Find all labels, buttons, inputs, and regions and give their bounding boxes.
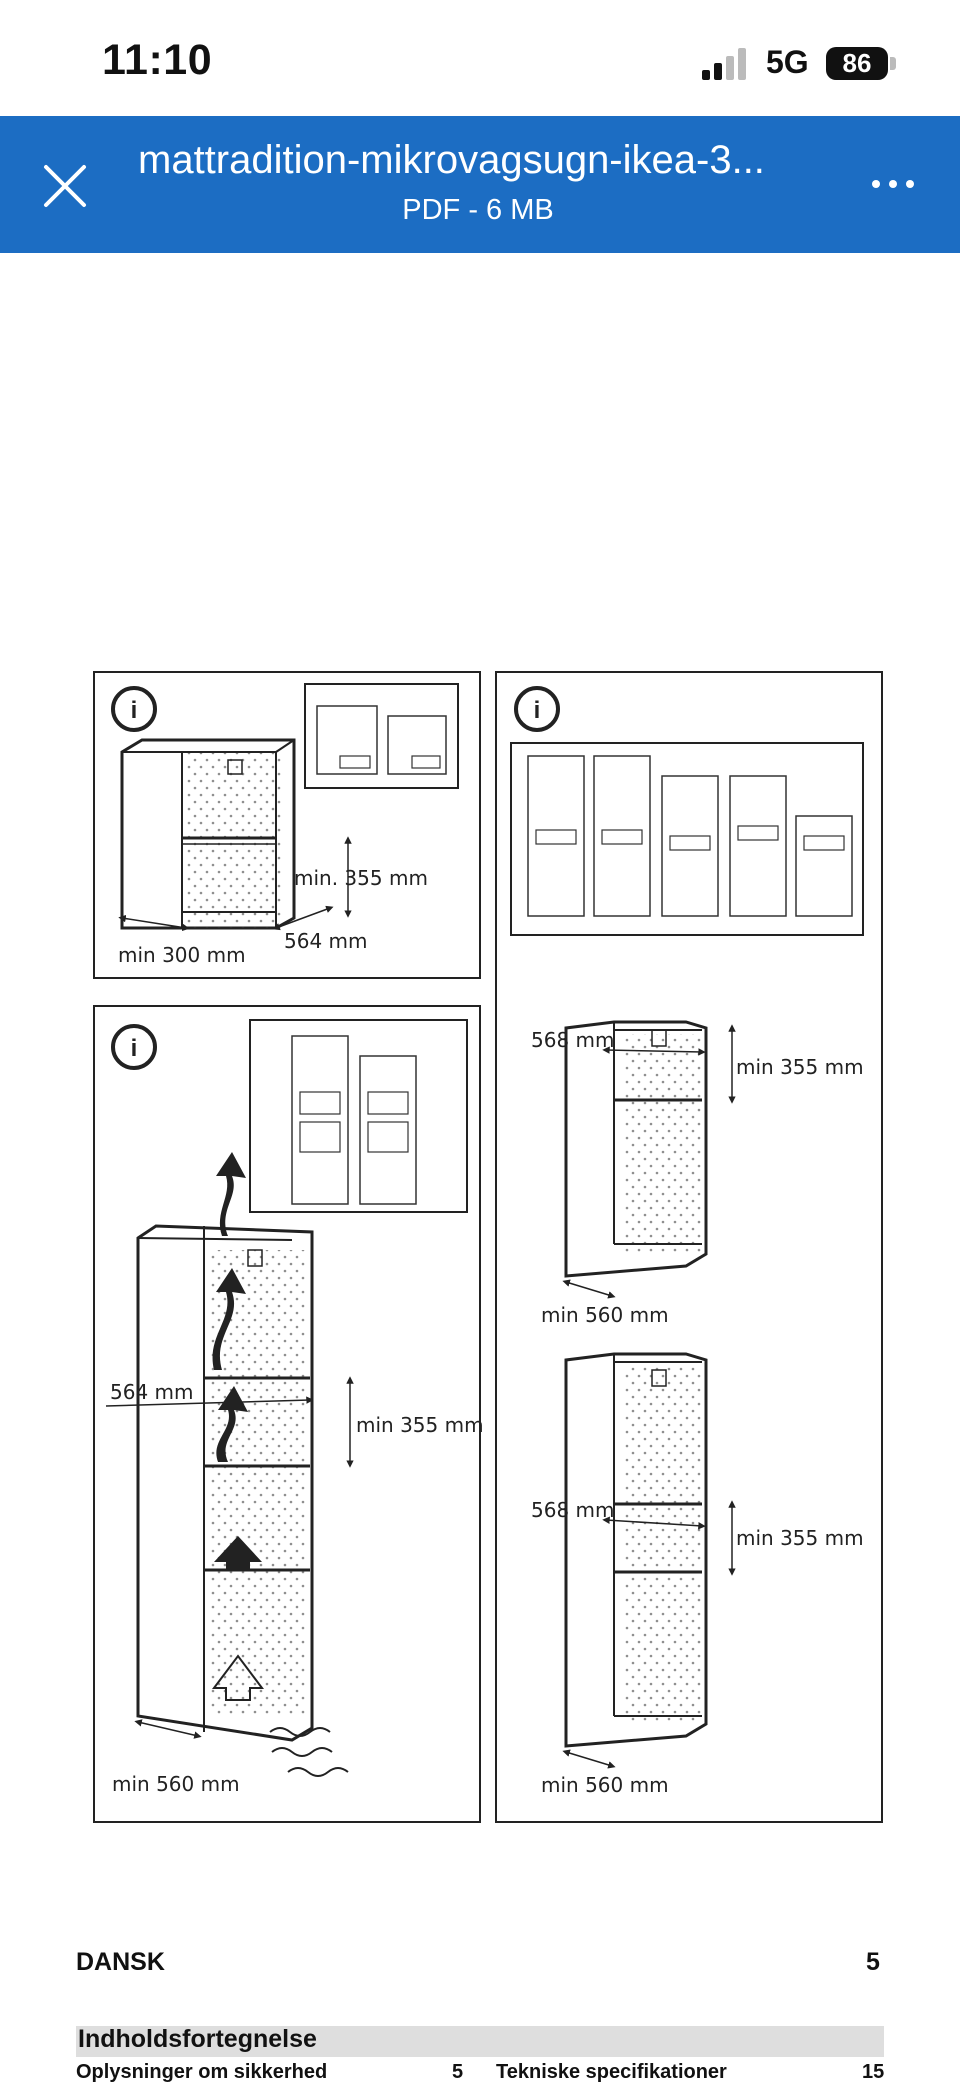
toc-item-page: 15	[862, 2061, 885, 2083]
svg-text:min 355 mm: min 355 mm	[736, 1526, 864, 1550]
toc-heading: Indholdsfortegnelse	[78, 2025, 317, 2053]
svg-text:564 mm: 564 mm	[110, 1380, 194, 1404]
cellular-signal-icon	[702, 48, 746, 80]
panel-built-in-cabinets: i 568 mm min 355 mm min 560 mm	[495, 671, 883, 1823]
svg-text:min 355 mm: min 355 mm	[736, 1055, 864, 1079]
info-icon: i	[514, 686, 560, 732]
svg-text:min 560 mm: min 560 mm	[112, 1772, 240, 1796]
svg-text:min 560 mm: min 560 mm	[541, 1773, 669, 1797]
svg-text:i: i	[534, 697, 541, 724]
svg-text:min 355 mm: min 355 mm	[356, 1413, 484, 1437]
document-header: mattradition-mikrovagsugn-ikea-3... PDF …	[0, 116, 960, 253]
info-icon: i	[111, 1024, 157, 1070]
toc-item-label: Oplysninger om sikkerhed	[76, 2061, 328, 2083]
document-size: PDF - 6 MB	[402, 194, 554, 226]
status-time: 11:10	[102, 36, 213, 84]
close-icon[interactable]	[40, 161, 90, 211]
svg-text:min. 355 mm: min. 355 mm	[294, 866, 428, 890]
panel-small-cabinet: i min. 355 mm 564 mm min 300 mm	[93, 671, 481, 979]
svg-text:564 mm: 564 mm	[284, 929, 368, 953]
status-bar: 11:10 5G 86	[0, 0, 960, 116]
more-options-icon[interactable]	[868, 164, 918, 204]
svg-text:min 560 mm: min 560 mm	[541, 1303, 669, 1327]
pdf-page-diagram: i min. 355 mm 564 mm min 300 mm i	[93, 671, 883, 1823]
page-language: DANSK	[76, 1948, 165, 1976]
toc-item-label: Tekniske specifikationer	[496, 2061, 727, 2083]
toc-heading-bar	[76, 2026, 884, 2057]
info-icon: i	[111, 686, 157, 732]
svg-text:min 300 mm: min 300 mm	[118, 943, 246, 967]
svg-text:568 mm: 568 mm	[531, 1028, 615, 1052]
svg-text:i: i	[131, 697, 138, 724]
network-type: 5G	[766, 44, 809, 80]
document-title: mattradition-mikrovagsugn-ikea-3...	[138, 138, 765, 182]
battery-level: 86	[842, 48, 872, 78]
svg-text:i: i	[131, 1035, 138, 1062]
panel-tall-cabinet-ventilation: i 564 mm min 355 mm min 560 mm	[93, 1005, 484, 1823]
battery-tip	[890, 57, 896, 70]
svg-text:568 mm: 568 mm	[531, 1498, 615, 1522]
page-number: 5	[866, 1948, 880, 1976]
toc-item-page: 5	[452, 2061, 464, 2083]
battery-icon: 86	[826, 47, 888, 80]
